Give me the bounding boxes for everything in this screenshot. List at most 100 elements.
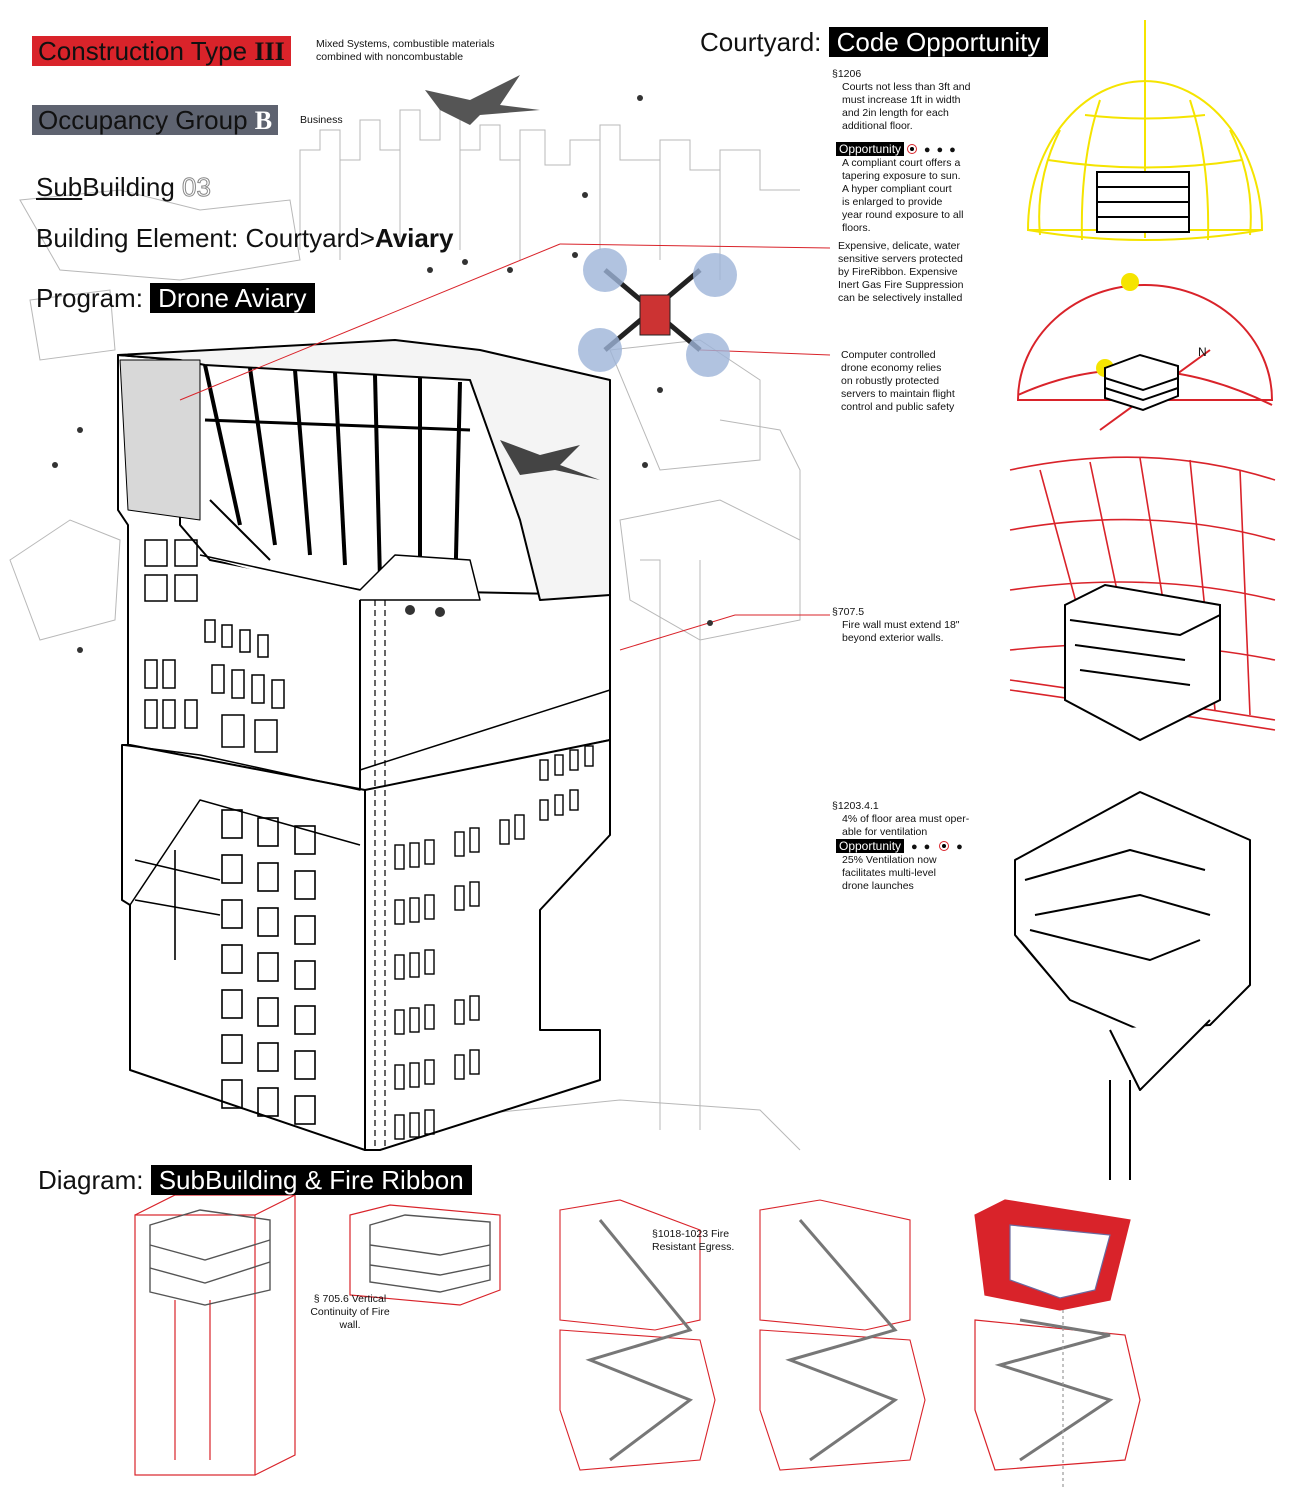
note-line: A hyper compliant court [842,183,952,195]
note-line: can be selectively installed [838,292,963,304]
drone-quadcopter-large [578,248,737,377]
construction-type-row: Construction Type III [32,36,291,67]
note-1206: §1206 Courts not less than 3ft and must … [832,68,970,133]
note-line: § 705.6 Vertical [313,1293,387,1305]
construction-type-description: Mixed Systems, combustible materials com… [316,38,495,64]
sun-dome-diagram [1026,20,1264,241]
note-line: §1018-1023 Fire [652,1228,730,1240]
note-line: Inert Gas Fire Suppression [838,279,964,291]
ring-dot-icon [906,144,917,154]
code-opportunity-badge: Code Opportunity [828,27,1049,57]
note-705-6: § 705.6 Vertical Continuity of Fire wall… [300,1293,400,1332]
note-line: control and public safety [841,401,955,413]
drone-plane-mid [500,440,600,480]
note-line: drone economy relies [841,362,942,374]
occupancy-description: Business [300,114,343,126]
construction-type-glyph: III [254,37,285,66]
note-body: Fire wall must extend 18" beyond exterio… [842,619,960,645]
opportunity-badge: Opportunity [836,142,905,156]
diagram-2-floors [369,1214,491,1293]
diagram-5-fire-ribbon [974,1199,1141,1490]
occupancy-group-label: Occupancy Group [38,105,248,135]
construction-desc-line: combined with noncombustable [316,51,464,63]
note-body: 25% Ventilation now facilitates multi-le… [842,854,969,893]
small-drones [52,95,713,653]
subbuilding-number: 03 [182,172,212,203]
program-label: Program: [36,283,143,313]
north-label: N [1198,345,1207,359]
note-1203-4-1: §1203.4.1 4% of floor area must oper- ab… [832,800,969,839]
diagram-1-floors [149,1209,271,1306]
note-body: 4% of floor area must oper- able for ven… [842,813,969,839]
opportunity-note-2: Opportunity ●● ● 25% Ventilation now fac… [836,839,969,893]
occupancy-group-badge: Occupancy Group B [32,105,279,135]
note-line: by FireRibbon. Expensive [838,266,958,278]
building-element-prefix: Building Element: Courtyard> [36,223,375,253]
diagram-3-stairs [585,1219,694,1462]
note-line: Expensive, delicate, water [838,240,960,252]
subbuilding-rest: Building [82,172,175,202]
building-element-title: Building Element: Courtyard>Aviary [36,223,453,253]
opportunity-note-1: Opportunity ●●● A compliant court offers… [836,142,963,235]
note-body: A compliant court offers a tapering expo… [842,157,963,235]
leader-lines [179,243,831,651]
progress-dots-icon: ● [956,841,969,853]
note-line: Courts not less than 3ft and [842,81,971,93]
windows-lower-right [394,745,594,1140]
diagram-label: Diagram: [38,1165,144,1195]
note-code: §1206 [832,68,862,80]
note-line: A compliant court offers a [842,157,961,169]
note-line: 25% Ventilation now [842,854,937,866]
program-value-badge: Drone Aviary [150,283,315,313]
diagram-4-egress [759,1199,926,1471]
diagram-title: Diagram: SubBuilding & Fire Ribbon [38,1165,472,1195]
note-707-5: §707.5 Fire wall must extend 18" beyond … [832,606,960,645]
occupancy-group-glyph: B [254,106,273,135]
occupancy-group-row: Occupancy Group B [32,105,279,136]
note-line: is enlarged to provide [842,196,943,208]
note-egress: §1018-1023 Fire Resistant Egress. [652,1228,734,1254]
subbuilding-axonometric [117,339,611,1151]
note-line: tapering exposure to sun. [842,170,961,182]
progress-dots-icon: ●●● [923,144,962,156]
courtyard-label: Courtyard: [700,27,822,57]
note-line: Computer controlled [841,349,936,361]
construction-type-badge: Construction Type III [32,36,291,66]
diagram-3-egress [559,1199,716,1471]
note-line: facilitates multi-level [842,867,936,879]
note-line: drone launches [842,880,914,892]
diagram-1-tower [134,1194,296,1476]
opportunity-badge: Opportunity [836,839,905,853]
note-line: beyond exterior walls. [842,632,944,644]
construction-desc-line: Mixed Systems, combustible materials [316,38,495,50]
windows-lower-left [134,809,316,1125]
building-element-bold: Aviary [374,223,454,253]
note-line: sensitive servers protected [838,253,963,265]
note-line: servers to maintain flight [841,388,955,400]
ventilation-diagram [1014,791,1251,1180]
note-code: §707.5 [832,606,865,618]
note-line: additional floor. [842,120,913,132]
note-line: Fire wall must extend 18" [842,619,960,631]
note-line: floors. [842,222,871,234]
subbuilding-fire-ribbon-badge: SubBuilding & Fire Ribbon [150,1165,472,1195]
drone-economy-note: Computer controlled drone economy relies… [841,349,955,414]
construction-type-label: Construction Type [38,36,248,66]
note-line: on robustly protected [841,375,940,387]
note-code: §1203.4.1 [832,800,879,812]
subbuilding-title: SubBuilding 03 [36,172,212,203]
note-line: 4% of floor area must oper- [842,813,970,825]
sun-path-building [1104,353,1179,412]
note-line: Continuity of Fire [310,1306,390,1318]
servers-note: Expensive, delicate, water sensitive ser… [838,240,963,305]
note-line: wall. [339,1319,361,1331]
note-line: Resistant Egress. [652,1241,735,1253]
city-skyline-sketch [9,99,801,1151]
windows-upper [144,539,285,753]
note-line: must increase 1ft in width [842,94,961,106]
program-title: Program: Drone Aviary [36,283,315,313]
sun-dome-building [1096,171,1190,233]
progress-dots-icon: ●● [910,841,937,853]
note-body: Courts not less than 3ft and must increa… [842,81,970,133]
